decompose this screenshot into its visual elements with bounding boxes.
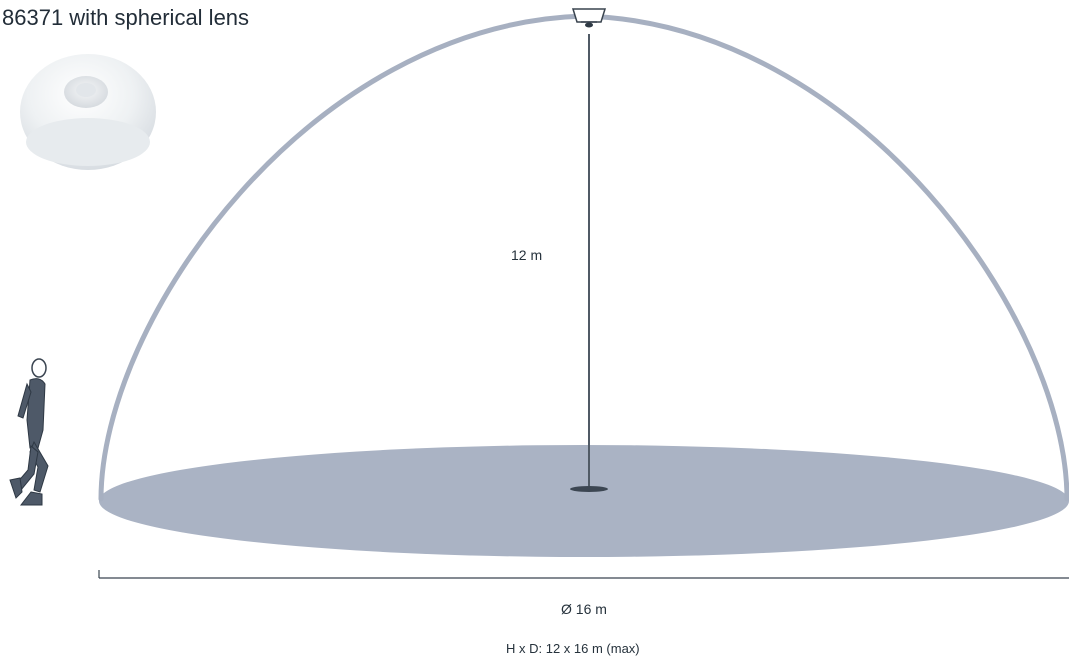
- floor-coverage-ellipse: [99, 445, 1069, 557]
- diagram-title: 86371 with spherical lens: [2, 5, 250, 30]
- ceiling-sensor-icon: [571, 8, 607, 28]
- product-image: [20, 54, 156, 170]
- coverage-dimensions-label: H x D: 12 x 16 m (max): [506, 641, 640, 656]
- height-line-base: [570, 486, 608, 492]
- person-scale-icon: [9, 358, 49, 506]
- diameter-dimension-line: [98, 570, 1069, 579]
- diameter-label: Ø 16 m: [561, 601, 607, 617]
- height-label: 12 m: [511, 247, 543, 263]
- dome-outline: [98, 13, 1069, 502]
